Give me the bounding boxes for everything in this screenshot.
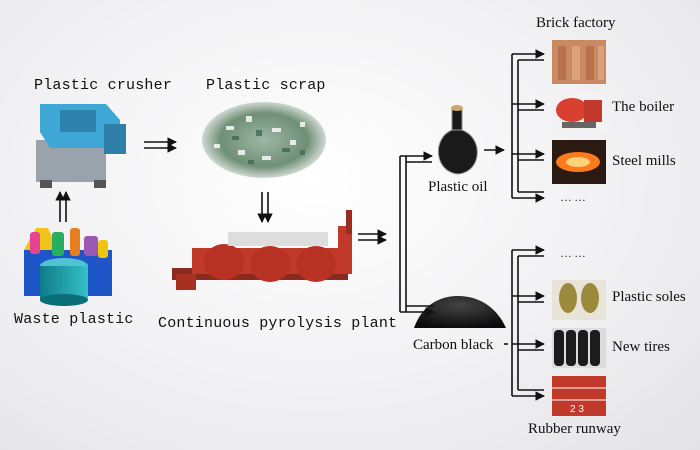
- oil-use-more-label: ……: [560, 190, 588, 204]
- rubber-runway-image: 2 3: [552, 376, 606, 416]
- plastic-scrap-label: Plastic scrap: [206, 77, 326, 94]
- steel-mills-image: [552, 140, 606, 184]
- plastic-crusher-image: [36, 104, 126, 188]
- plastic-scrap-image: [202, 102, 326, 178]
- carbon-black-label: Carbon black: [413, 337, 494, 353]
- scrap-flakes-green: [232, 130, 305, 164]
- carbon-use-more-label: ……: [560, 246, 588, 260]
- plastic-oil-flask: [437, 105, 478, 175]
- arrows: [55, 49, 545, 401]
- carbon-use-tires-label: New tires: [612, 339, 670, 355]
- new-tires-image: [552, 328, 606, 368]
- boiler-image: [552, 92, 606, 132]
- scrap-flakes: [214, 116, 305, 160]
- plastic-crusher-label: Plastic crusher: [34, 77, 173, 94]
- carbon-use-soles-label: Plastic soles: [612, 289, 686, 305]
- brick-factory-image: [552, 40, 606, 84]
- pyrolysis-plant-image: [172, 210, 352, 290]
- waste-plastic-label: Waste plastic: [14, 311, 134, 328]
- carbon-black-pile: [414, 296, 506, 328]
- oil-use-boiler-label: The boiler: [612, 99, 675, 115]
- oil-use-steel-label: Steel mills: [612, 153, 676, 169]
- waste-plastic-image: [24, 228, 112, 306]
- plastic-soles-image: [552, 280, 606, 320]
- oil-use-brick-label: Brick factory: [536, 15, 616, 31]
- pyrolysis-plant-label: Continuous pyrolysis plant: [158, 315, 398, 332]
- svg-text:2 3: 2 3: [570, 404, 584, 415]
- plastic-oil-label: Plastic oil: [428, 179, 488, 195]
- carbon-use-runway-label: Rubber runway: [528, 421, 621, 437]
